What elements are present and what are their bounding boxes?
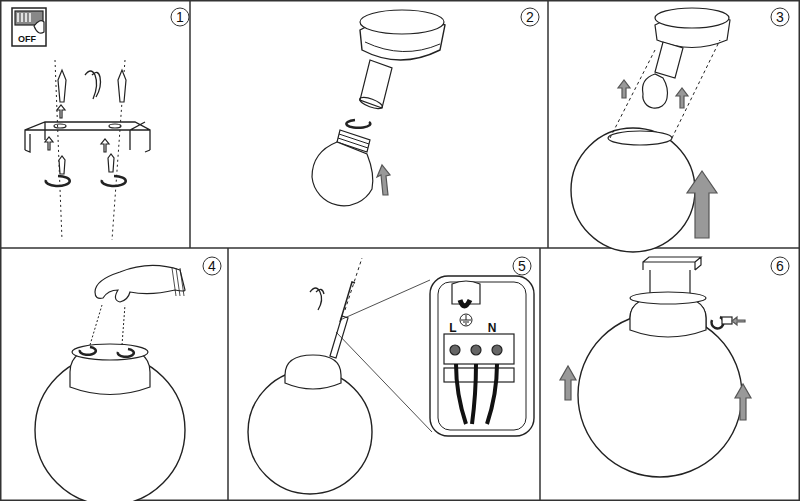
callout-number: 2: [526, 10, 534, 24]
callout-number: 5: [518, 259, 526, 273]
callout-number: 3: [776, 10, 784, 24]
callout-number: 6: [776, 259, 784, 273]
terminal-label: N: [488, 322, 497, 334]
switch-label: OFF: [18, 35, 36, 44]
terminal-label: L: [449, 322, 456, 334]
callout-number: 1: [176, 10, 184, 24]
callout-number: 4: [208, 259, 216, 273]
